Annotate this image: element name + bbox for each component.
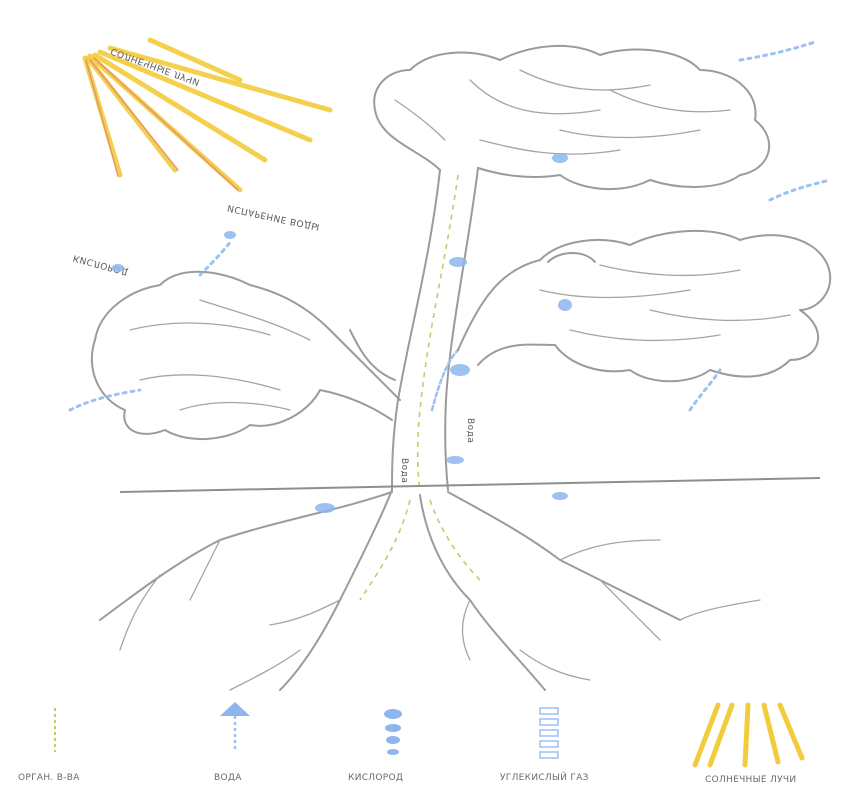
legend-item-organic: ОРГАН. В-ВА bbox=[18, 708, 80, 783]
co2-stack-icon bbox=[540, 708, 558, 758]
legend-item-oxygen: КИСЛОРОД bbox=[348, 709, 403, 783]
sun-rays-icon bbox=[85, 40, 330, 190]
legend-item-sun: СОЛНЕЧНЫЕ ЛУЧИ bbox=[695, 705, 802, 785]
legend-label-organic: ОРГАН. В-ВА bbox=[18, 773, 80, 783]
sun-label: СОЛНЕЧНЫЕ ЛУЧИ bbox=[110, 45, 202, 87]
legend-item-water: ВОДА bbox=[214, 702, 250, 783]
legend-label-co2: УГЛЕКИСЛЫЙ ГАЗ bbox=[500, 771, 589, 783]
legend-label-oxygen: КИСЛОРОД bbox=[348, 773, 403, 783]
right-leaf bbox=[458, 231, 830, 381]
ground-line bbox=[120, 478, 820, 492]
left-leaf bbox=[92, 272, 400, 439]
legend: ОРГАН. В-ВА ВОДА КИСЛОРОД bbox=[18, 702, 802, 785]
oxygen-bubbles-icon bbox=[384, 709, 402, 755]
oxygen-label: КИСЛОРОД bbox=[72, 252, 129, 276]
evaporation-label: ИСПАРЕНИЕ ВОДЫ bbox=[227, 202, 321, 231]
legend-sun-rays-icon bbox=[695, 705, 802, 765]
stem-label-left: Вода bbox=[399, 458, 409, 483]
stem-label-right: Вода bbox=[465, 418, 475, 443]
legend-label-water: ВОДА bbox=[214, 773, 242, 783]
legend-label-sun: СОЛНЕЧНЫЕ ЛУЧИ bbox=[705, 775, 796, 785]
roots bbox=[100, 490, 760, 690]
legend-item-co2: УГЛЕКИСЛЫЙ ГАЗ bbox=[500, 708, 589, 783]
top-leaf bbox=[374, 46, 769, 189]
water-arrow-icon bbox=[220, 702, 250, 750]
